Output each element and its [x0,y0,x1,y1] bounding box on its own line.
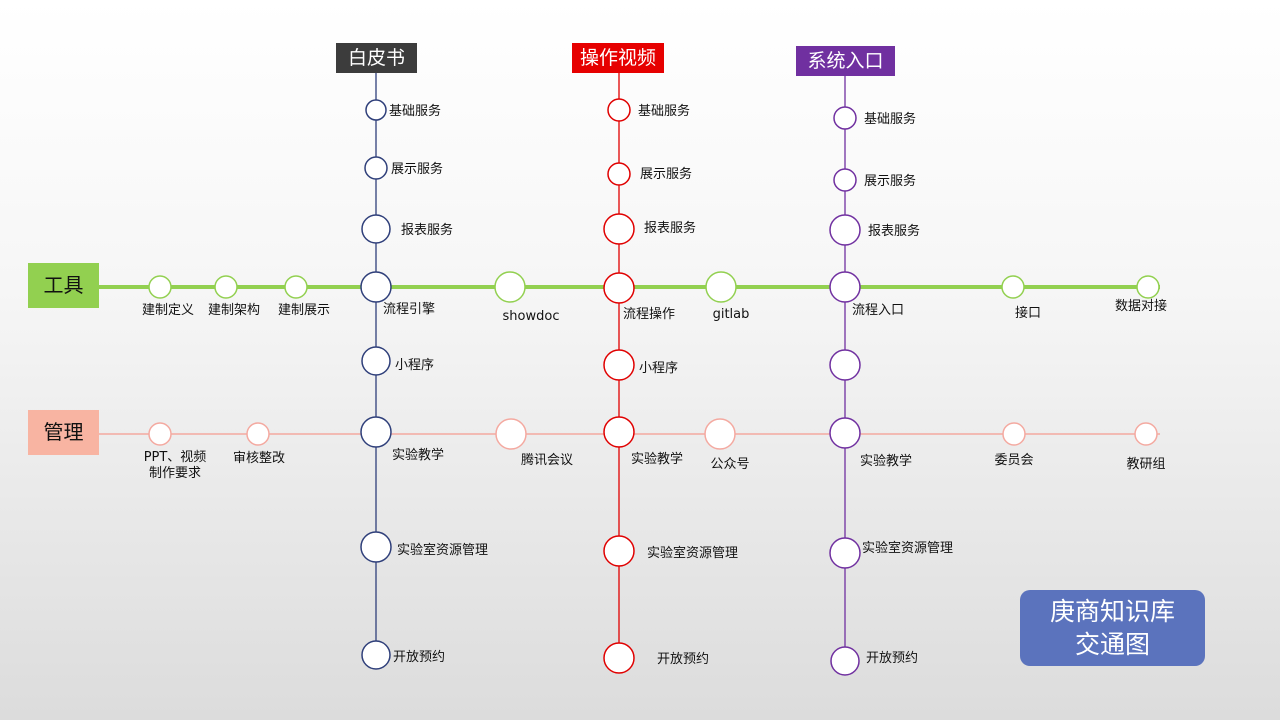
whitepaper-station-label-6: 实验教学 [392,447,444,463]
map-title-line1: 庚商知识库 [1049,597,1175,626]
whitepaper-station-label-3: 报表服务 [401,222,453,238]
video-station-label-4: 流程操作 [623,306,675,322]
management-station-4[interactable] [704,418,736,450]
video-station-label-7: 实验室资源管理 [647,545,738,561]
entry-station-1[interactable] [833,106,857,130]
whitepaper-station-5[interactable] [361,346,391,376]
entry-station-6[interactable] [829,417,861,449]
management-station-label-6: 教研组 [1126,456,1165,472]
entry-station-label-3: 报表服务 [868,223,920,239]
management-station-6[interactable] [1134,422,1158,446]
whitepaper-station-label-8: 开放预约 [393,650,445,665]
whitepaper-station-6[interactable] [360,416,392,448]
tools-station-1[interactable] [148,275,172,299]
entry-station-label-6: 实验教学 [860,453,912,469]
management-station-3[interactable] [495,418,527,450]
tools-station-label-3: 建制展示 [278,303,330,318]
whitepaper-station-label-1: 基础服务 [389,103,441,119]
video-station-label-8: 开放预约 [657,652,709,667]
whitepaper-station-1[interactable] [365,99,387,121]
header-operation-video[interactable]: 操作视频 [572,43,664,73]
map-title-line2: 交通图 [1074,630,1150,659]
whitepaper-station-4[interactable] [360,271,392,303]
video-station-3[interactable] [603,213,635,245]
entry-station-label-8: 开放预约 [866,651,918,666]
entry-station-label-7: 实验室资源管理 [862,540,953,556]
management-station-label-4: 公众号 [710,457,749,472]
video-station-label-5: 小程序 [639,361,678,376]
video-station-label-1: 基础服务 [638,103,690,119]
video-station-1[interactable] [607,98,631,122]
management-station-label-1: PPT、视频制作要求 [144,450,207,481]
entry-station-8[interactable] [830,646,860,676]
whitepaper-station-8[interactable] [361,640,391,670]
entry-station-5[interactable] [829,349,861,381]
header-whitepaper[interactable]: 白皮书 [336,43,417,73]
video-station-label-6: 实验教学 [631,451,683,467]
map-title-box: 庚商知识库 交通图 [1020,590,1205,666]
header-system-entry[interactable]: 系统入口 [796,46,895,76]
video-station-label-2: 展示服务 [640,166,692,182]
tools-station-label-5: gitlab [713,307,750,322]
tools-station-6[interactable] [1001,275,1025,299]
entry-station-label-2: 展示服务 [864,173,916,189]
whitepaper-station-label-7: 实验室资源管理 [397,542,488,558]
management-station-5[interactable] [1002,422,1026,446]
whitepaper-station-label-5: 小程序 [395,358,434,373]
tools-station-4[interactable] [494,271,526,303]
whitepaper-station-3[interactable] [361,214,391,244]
tools-station-label-1: 建制定义 [142,303,194,318]
entry-station-3[interactable] [829,214,861,246]
management-station-1[interactable] [148,422,172,446]
video-station-8[interactable] [603,642,635,674]
management-station-label-5: 委员会 [994,453,1033,468]
whitepaper-station-label-2: 展示服务 [391,161,443,177]
tools-station-5[interactable] [705,271,737,303]
video-station-2[interactable] [607,162,631,186]
line-label-tools[interactable]: 工具 [28,263,99,308]
line-label-management[interactable]: 管理 [28,410,99,455]
management-station-2[interactable] [246,422,270,446]
entry-station-2[interactable] [833,168,857,192]
tools-station-label-7: 数据对接 [1115,298,1167,314]
tools-station-label-4: showdoc [503,309,560,324]
whitepaper-station-7[interactable] [360,531,392,563]
management-station-label-3: 腾讯会议 [521,452,573,468]
tools-station-7[interactable] [1136,275,1160,299]
tools-station-3[interactable] [284,275,308,299]
entry-station-7[interactable] [829,537,861,569]
video-station-4[interactable] [603,272,635,304]
tools-station-label-6: 接口 [1015,305,1041,321]
entry-station-label-1: 基础服务 [864,111,916,127]
tools-station-2[interactable] [214,275,238,299]
entry-station-4[interactable] [829,271,861,303]
management-station-label-2: 审核整改 [233,451,285,466]
tools-station-label-2: 建制架构 [208,303,260,318]
video-station-7[interactable] [603,535,635,567]
whitepaper-station-2[interactable] [364,156,388,180]
whitepaper-station-label-4: 流程引擎 [383,302,435,317]
video-station-5[interactable] [603,349,635,381]
video-station-6[interactable] [603,416,635,448]
video-station-label-3: 报表服务 [644,220,696,236]
entry-station-label-4: 流程入口 [852,303,904,318]
